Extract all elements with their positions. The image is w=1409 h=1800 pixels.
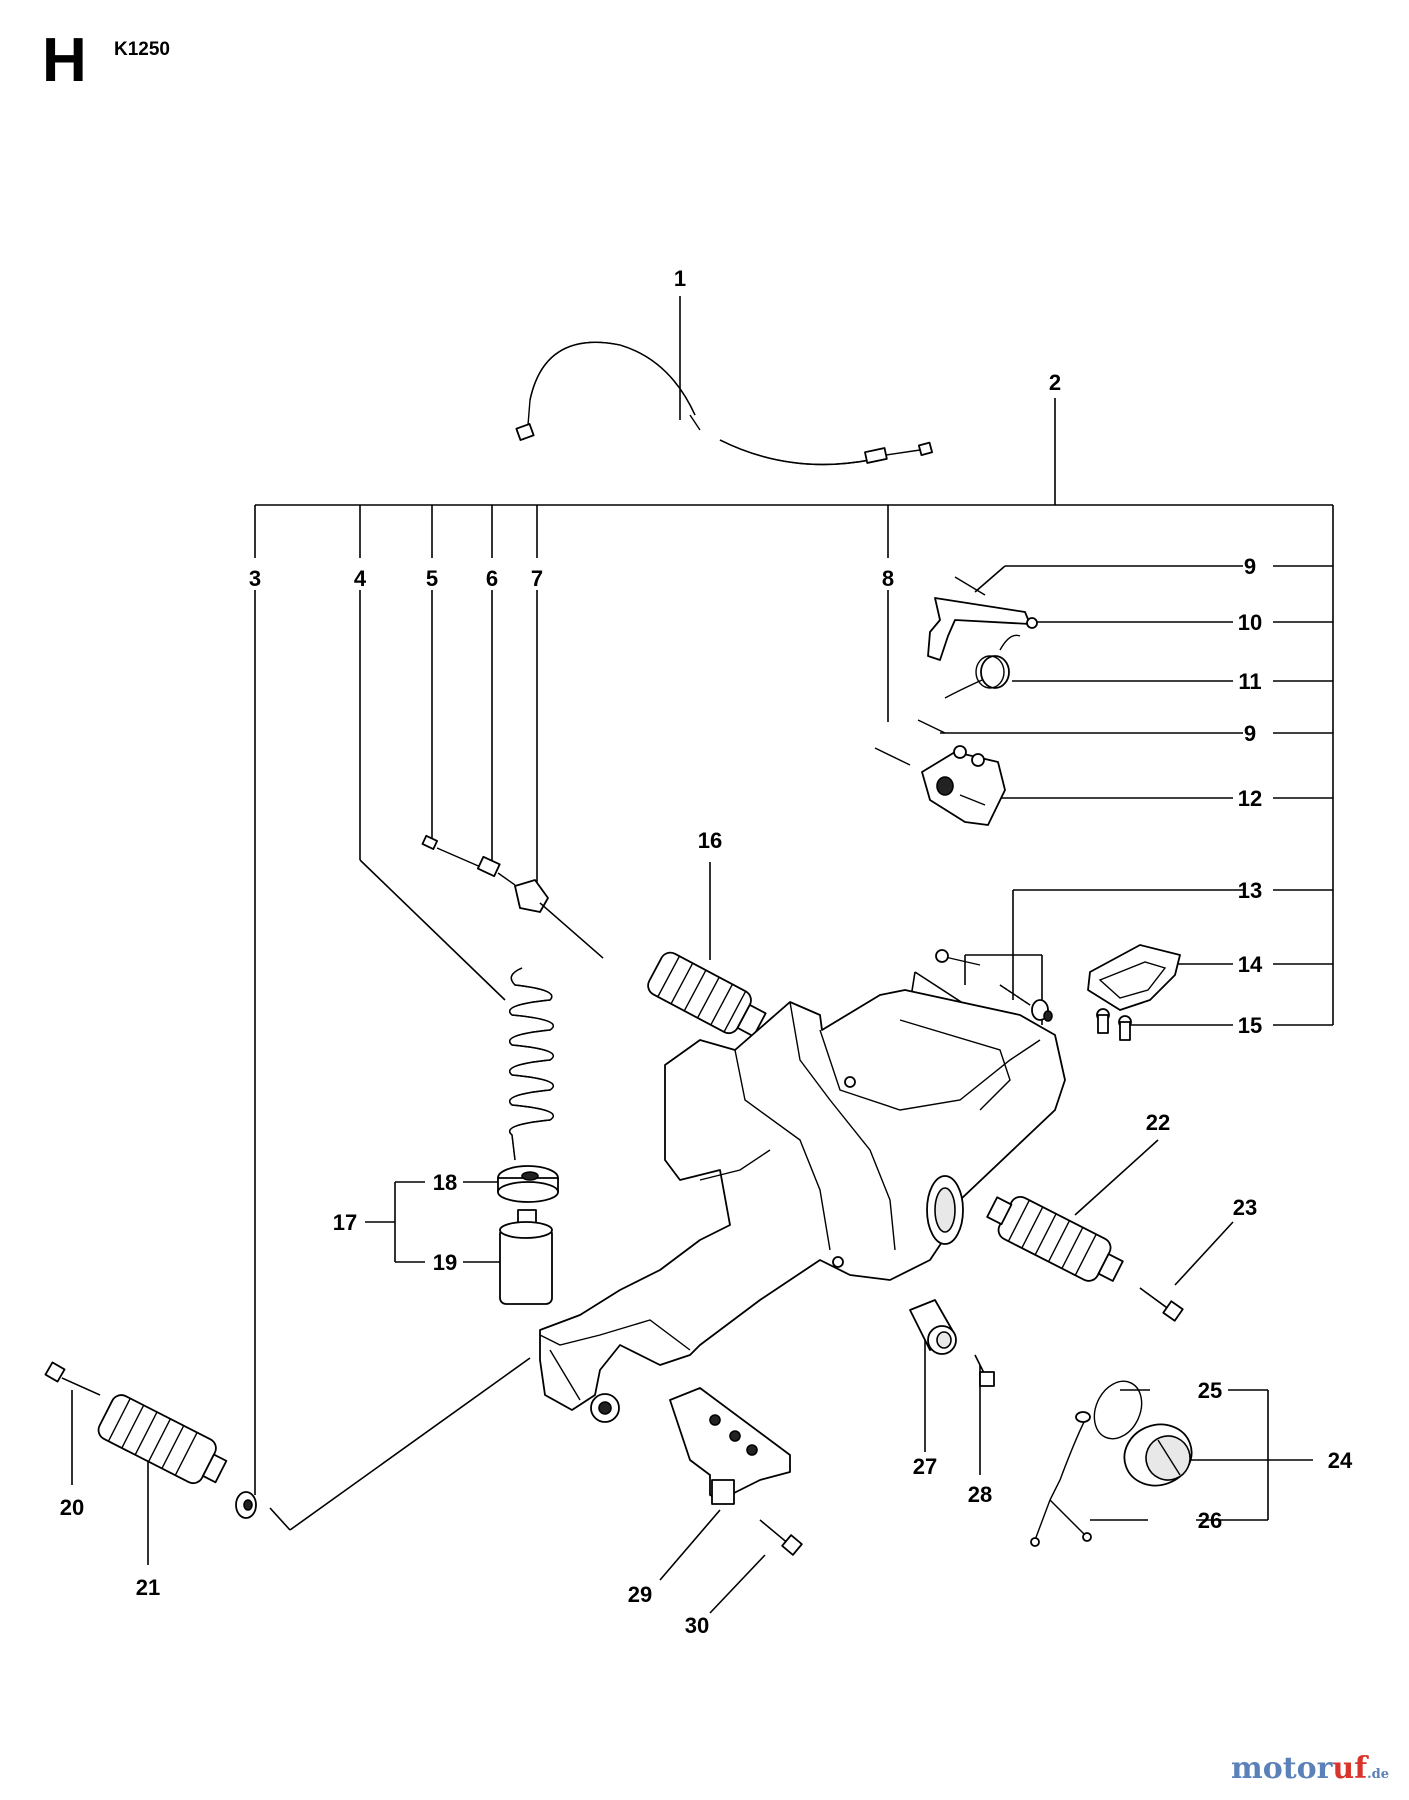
callout-21: 21 bbox=[136, 1575, 160, 1600]
damper-assembly bbox=[497, 1165, 559, 1305]
handle-fuel-tank-body bbox=[539, 989, 1066, 1423]
throttle-housing bbox=[874, 719, 1006, 826]
throttle-cable bbox=[515, 341, 933, 466]
callout-18: 18 bbox=[433, 1170, 457, 1195]
section-letter: H bbox=[42, 26, 87, 95]
callout-20: 20 bbox=[60, 1495, 84, 1520]
callout-16: 16 bbox=[698, 828, 722, 853]
brand-name-main: motor bbox=[1230, 1751, 1333, 1786]
callout-14: 14 bbox=[1238, 952, 1263, 977]
callout-3: 3 bbox=[249, 566, 261, 591]
callout-19: 19 bbox=[433, 1250, 457, 1275]
brand-watermark: motoruf.de bbox=[1231, 1754, 1389, 1784]
callout-26: 26 bbox=[1198, 1508, 1222, 1533]
coil-spring bbox=[509, 967, 554, 1161]
rubber-buffer-left bbox=[44, 1361, 257, 1519]
callout-10: 10 bbox=[1238, 610, 1262, 635]
bolt-30 bbox=[759, 1519, 803, 1556]
callout-1: 1 bbox=[674, 266, 686, 291]
callout-4: 4 bbox=[354, 566, 367, 591]
callout-28: 28 bbox=[968, 1482, 992, 1507]
rubber-buffer-right bbox=[986, 1195, 1184, 1322]
callout-9: 9 bbox=[1244, 554, 1256, 579]
callout-22: 22 bbox=[1146, 1110, 1170, 1135]
callout-13: 13 bbox=[1238, 878, 1262, 903]
small-damper bbox=[909, 1299, 995, 1387]
brand-domain: .de bbox=[1367, 1767, 1389, 1782]
callout-24: 24 bbox=[1328, 1448, 1353, 1473]
callout-labels: 1 2 3 4 5 6 7 8 9 10 11 9 12 16 13 14 15… bbox=[60, 266, 1353, 1638]
callout-30: 30 bbox=[685, 1613, 709, 1638]
callout-17: 17 bbox=[333, 1210, 357, 1235]
callout-2: 2 bbox=[1049, 370, 1061, 395]
callout-9b: 9 bbox=[1244, 721, 1256, 746]
callout-8: 8 bbox=[882, 566, 894, 591]
brand-name-accent: uf bbox=[1332, 1751, 1368, 1786]
callout-23: 23 bbox=[1233, 1195, 1257, 1220]
callout-27: 27 bbox=[913, 1454, 937, 1479]
callout-29: 29 bbox=[628, 1582, 652, 1607]
callout-7: 7 bbox=[531, 566, 543, 591]
cable-end-parts bbox=[421, 834, 604, 959]
callout-15: 15 bbox=[1238, 1013, 1262, 1038]
callout-11: 11 bbox=[1238, 669, 1261, 694]
throttle-lever bbox=[927, 576, 1038, 661]
leader-lines bbox=[71, 296, 1334, 1614]
fuel-cap-assembly bbox=[1030, 1380, 1193, 1547]
model-number: K1250 bbox=[114, 39, 170, 60]
callout-12: 12 bbox=[1238, 786, 1262, 811]
spring-pins bbox=[935, 949, 1053, 1022]
callout-5: 5 bbox=[426, 566, 438, 591]
callout-25: 25 bbox=[1198, 1378, 1222, 1403]
torsion-spring bbox=[944, 634, 1021, 699]
callout-6: 6 bbox=[486, 566, 498, 591]
rubber-buffer-top bbox=[647, 951, 767, 1038]
cover-plate bbox=[1087, 944, 1181, 1041]
mounting-bracket bbox=[669, 1387, 791, 1505]
